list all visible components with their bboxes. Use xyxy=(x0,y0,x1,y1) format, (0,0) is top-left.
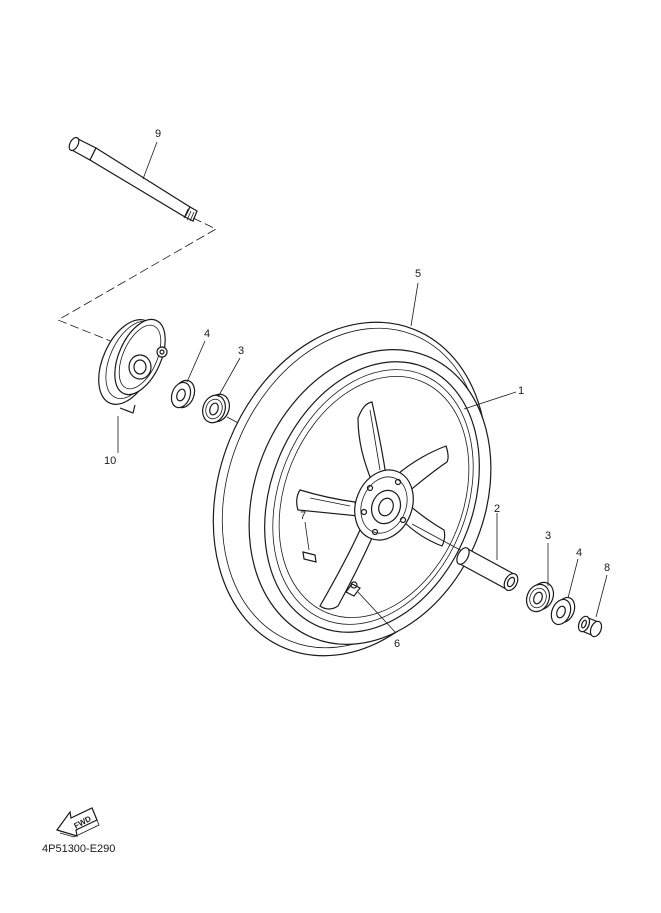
callout-7: 7 xyxy=(300,510,306,522)
callout-10: 10 xyxy=(104,455,116,467)
fwd-arrow-icon: FWD xyxy=(56,807,100,838)
part-3-bearing-left xyxy=(202,393,230,424)
part-2-collar xyxy=(456,547,519,592)
callout-6: 6 xyxy=(394,638,400,650)
callout-5: 5 xyxy=(415,268,421,280)
callout-2: 2 xyxy=(494,503,500,515)
part-8-collar xyxy=(577,615,603,638)
part-4-oil-seal-left xyxy=(170,379,196,409)
diagram-code: 4P51300-E290 xyxy=(42,843,116,855)
callout-4-left: 4 xyxy=(204,328,210,340)
part-9-axle xyxy=(68,136,198,222)
callout-3-left: 3 xyxy=(238,345,244,357)
callout-8: 8 xyxy=(604,562,610,574)
part-7-balance-weight xyxy=(302,551,317,563)
part-3-bearing-right xyxy=(525,581,555,613)
part-10-hub-cover xyxy=(98,318,168,414)
leader-lines xyxy=(117,141,608,634)
callout-1: 1 xyxy=(518,385,524,397)
part-4-oil-seal-right xyxy=(550,596,576,626)
axle-dashed-guide xyxy=(57,217,217,345)
right-axis-guide xyxy=(411,523,463,552)
part-6-valve xyxy=(345,581,361,597)
callout-9: 9 xyxy=(155,128,161,140)
callout-4-right: 4 xyxy=(576,547,582,559)
part-1-wheel xyxy=(264,361,480,633)
callout-3-right: 3 xyxy=(545,530,551,542)
